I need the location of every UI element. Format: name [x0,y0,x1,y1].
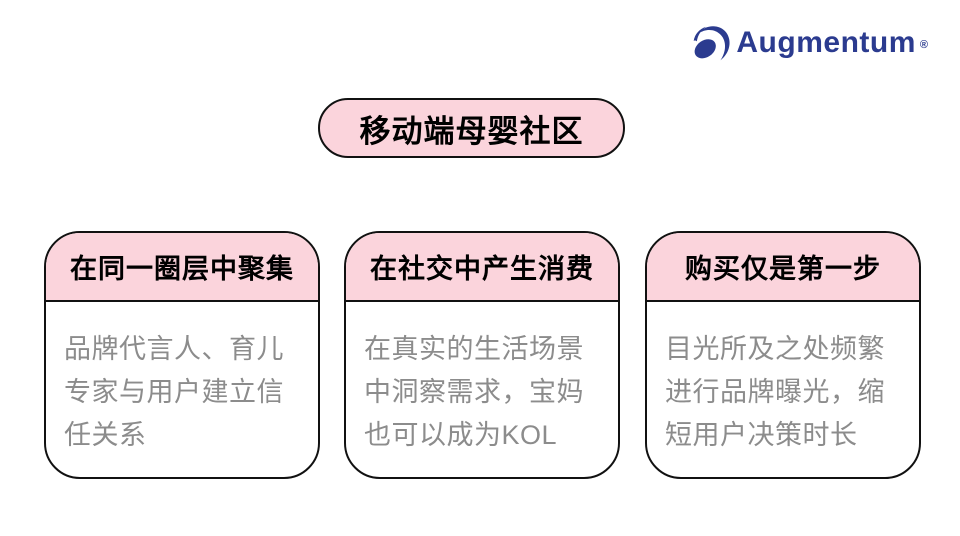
card-gather-in-circle: 在同一圈层中聚集 品牌代言人、育儿专家与用户建立信任关系 [44,231,320,479]
logo-registered-mark: ® [919,39,928,51]
card-body: 品牌代言人、育儿专家与用户建立信任关系 [64,334,284,450]
page-title: 移动端母婴社区 [359,113,584,149]
card-purchase-first-step: 购买仅是第一步 目光所及之处频繁进行品牌曝光，缩短用户决策时长 [645,231,921,479]
logo-text: Augmentum [736,26,916,59]
card-body: 目光所及之处频繁进行品牌曝光，缩短用户决策时长 [665,334,885,450]
augmentum-swoosh-icon [694,26,730,61]
title-pill: 移动端母婴社区 [318,98,625,158]
card-body: 在真实的生活场景中洞察需求，宝妈也可以成为KOL [364,334,584,450]
card-header: 购买仅是第一步 [647,233,919,302]
logo: Augmentum ® [690,22,928,64]
card-header: 在同一圈层中聚集 [46,233,318,302]
card-consume-in-social: 在社交中产生消费 在真实的生活场景中洞察需求，宝妈也可以成为KOL [344,231,620,479]
card-header: 在社交中产生消费 [346,233,618,302]
